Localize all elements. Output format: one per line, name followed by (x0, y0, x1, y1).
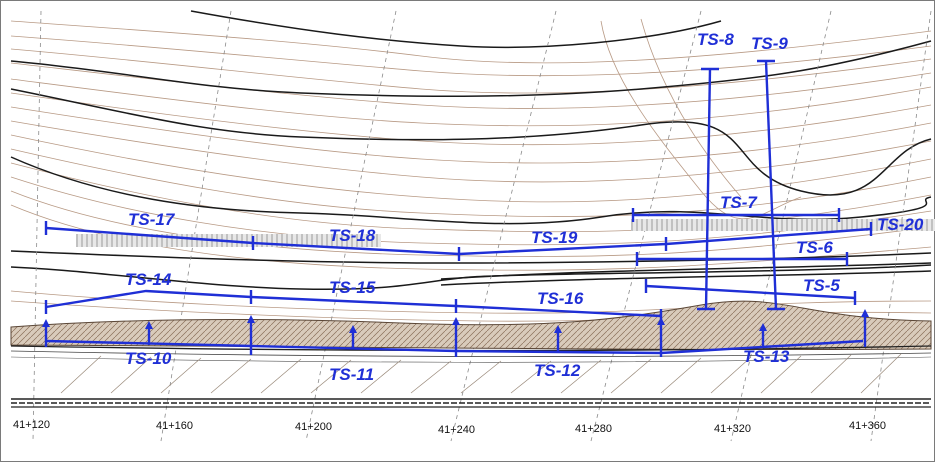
section-line-ts7 (631, 208, 841, 222)
slope-band (10, 300, 932, 351)
station-41-360: 41+360 (849, 420, 886, 432)
station-41-280: 41+280 (575, 423, 612, 435)
section-labels: TS-17 TS-18 TS-19 TS-20 TS-7 TS-6 TS-5 T… (125, 30, 924, 384)
section-lines-middle (44, 289, 663, 323)
label-ts19: TS-19 (531, 228, 578, 247)
label-ts13: TS-13 (743, 347, 790, 366)
label-ts17: TS-17 (128, 210, 176, 229)
station-41-160: 41+160 (156, 420, 193, 432)
label-ts6: TS-6 (796, 238, 833, 257)
section-lines-lower (42, 309, 869, 357)
station-41-320: 41+320 (714, 423, 751, 435)
label-ts10: TS-10 (125, 349, 172, 368)
label-ts18: TS-18 (329, 226, 376, 245)
label-ts8: TS-8 (697, 30, 734, 49)
station-41-200: 41+200 (295, 421, 332, 433)
label-ts11: TS-11 (329, 365, 374, 384)
section-line-ts5 (644, 279, 857, 305)
label-ts16: TS-16 (537, 289, 584, 308)
major-contours (10, 10, 932, 291)
section-line-ts6 (635, 252, 849, 266)
label-ts14: TS-14 (125, 270, 172, 289)
section-line-ts8 (697, 67, 719, 311)
label-ts7: TS-7 (720, 193, 758, 212)
station-41-240: 41+240 (438, 424, 475, 436)
label-ts12: TS-12 (534, 361, 581, 380)
label-ts9: TS-9 (751, 34, 788, 53)
minor-contours (10, 18, 932, 322)
label-ts15: TS-15 (329, 278, 376, 297)
section-line-ts9 (757, 59, 785, 311)
station-41-120: 41+120 (13, 419, 50, 431)
label-ts20: TS-20 (877, 215, 924, 234)
label-ts5: TS-5 (803, 276, 840, 295)
section-lines-upper (44, 221, 873, 261)
lower-slope-ticks (60, 353, 902, 394)
station-labels: 41+120 41+160 41+200 41+240 41+280 41+32… (13, 419, 886, 436)
